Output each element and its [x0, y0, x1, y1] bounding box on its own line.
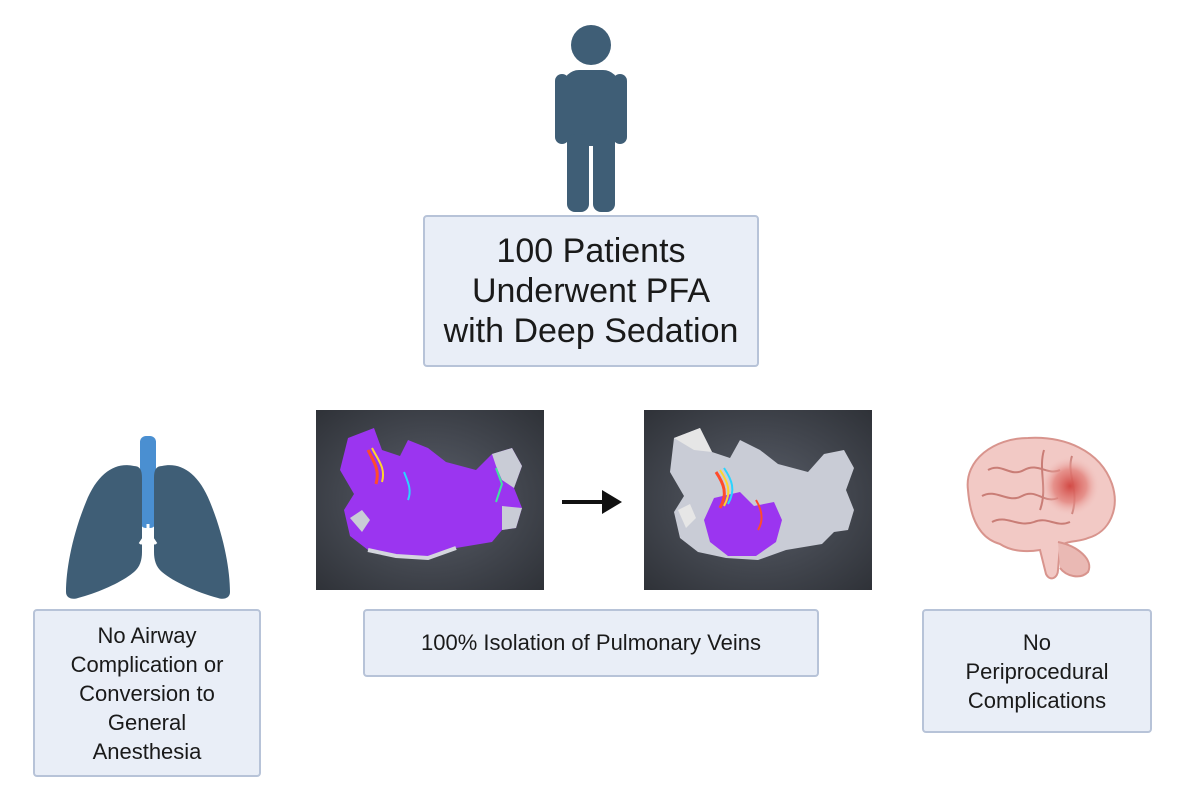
cardiac-map-post-ablation [644, 410, 872, 590]
complications-box: No Periprocedural Complications [922, 609, 1152, 733]
center-box-patients: 100 Patients Underwent PFA with Deep Sed… [423, 215, 759, 367]
arrow-right-icon [562, 490, 622, 514]
brain-icon [966, 436, 1116, 580]
isolation-box: 100% Isolation of Pulmonary Veins [363, 609, 819, 677]
airway-box: No Airway Complication or Conversion to … [33, 609, 261, 777]
person-icon [555, 25, 627, 212]
lungs-icon [66, 436, 230, 599]
cardiac-map-pre-ablation [316, 410, 544, 590]
